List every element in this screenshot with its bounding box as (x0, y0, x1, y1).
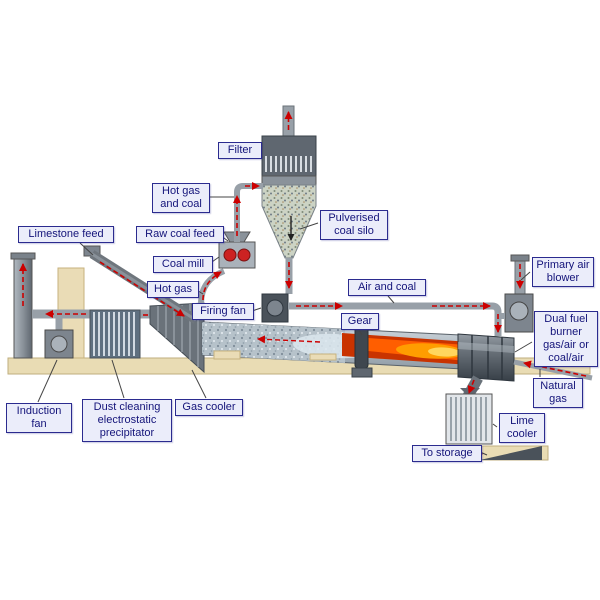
lime-cooler-unit (445, 375, 493, 445)
label-firing-fan: Firing fan (192, 303, 254, 320)
storage-ramp (480, 446, 542, 460)
label-filter: Filter (218, 142, 262, 159)
label-pulverised-coal-silo: Pulverised coal silo (320, 210, 388, 240)
label-primary-air-blower: Primary air blower (532, 257, 594, 287)
exhaust-stack (10, 252, 36, 359)
induction-fan-unit (44, 315, 74, 359)
air-coal-pipe (288, 302, 502, 336)
label-hot-gas: Hot gas (147, 281, 199, 298)
leader-lines (37, 196, 541, 456)
flow-arrows (19, 111, 587, 455)
hot-gas-coal-pipe (234, 183, 263, 242)
firing-fan-unit (261, 293, 289, 323)
label-induction-fan: Induction fan (6, 403, 72, 433)
dual-fuel-burner-unit (457, 333, 515, 382)
label-coal-mill: Coal mill (153, 256, 213, 273)
label-natural-gas: Natural gas (533, 378, 583, 408)
label-gas-cooler: Gas cooler (175, 399, 243, 416)
label-air-and-coal: Air and coal (348, 279, 426, 296)
kiln-supports (213, 350, 337, 361)
hot-gas-pipe (198, 268, 226, 305)
coal-mill-unit (218, 231, 256, 269)
label-dual-fuel-burner: Dual fuel burner gas/air or coal/air (534, 311, 598, 367)
label-raw-coal-feed: Raw coal feed (136, 226, 224, 243)
label-gear: Gear (341, 313, 379, 330)
label-lime-cooler: Lime cooler (499, 413, 545, 443)
pulverised-coal-silo-unit (261, 175, 317, 294)
label-dust-cleaning: Dust cleaning electrostatic precipitator (82, 399, 172, 442)
label-hot-gas-and-coal: Hot gas and coal (152, 183, 210, 213)
filter-unit (261, 105, 317, 177)
label-limestone-feed: Limestone feed (18, 226, 114, 243)
label-to-storage: To storage (412, 445, 482, 462)
electrostatic-precipitator-unit (89, 309, 141, 359)
primary-air-blower-unit (497, 254, 534, 333)
kiln-flame (342, 333, 470, 365)
